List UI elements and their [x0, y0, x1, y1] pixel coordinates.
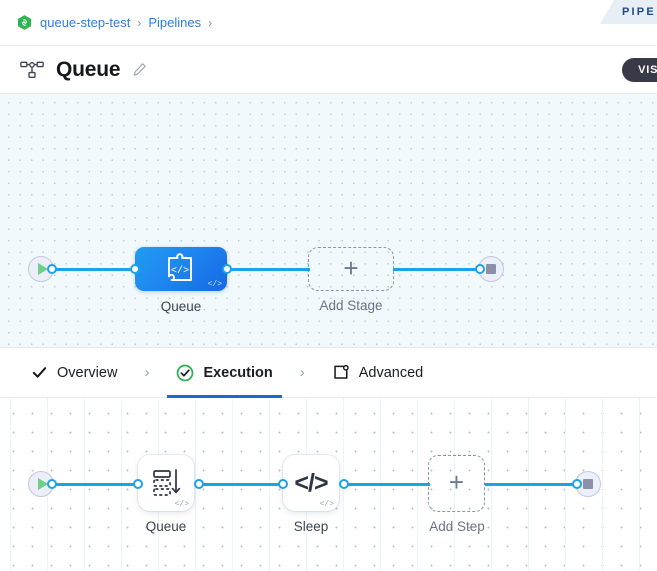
stage-queue-box[interactable]: </> </>	[135, 247, 227, 291]
edge-addstage-to-end	[393, 268, 481, 271]
stop-icon	[486, 264, 496, 274]
tab-overview-label: Overview	[57, 364, 118, 381]
tab-chevron-2: ›	[299, 364, 305, 381]
queue-step-output-port[interactable]	[194, 479, 204, 489]
pipelines-ribbon-tab[interactable]: PIPE	[600, 0, 657, 24]
code-brackets-icon: </>	[294, 468, 328, 497]
visual-mode-label: VISU	[638, 63, 657, 76]
sleep-step-input-port[interactable]	[278, 479, 288, 489]
stage-canvas[interactable]: </> </> Queue + Add Stage	[0, 94, 657, 348]
step-start-output-port[interactable]	[47, 479, 57, 489]
frame-gear-icon	[332, 364, 350, 382]
stage-start-node[interactable]	[28, 256, 54, 282]
page-title: Queue	[56, 57, 121, 81]
add-stage-button[interactable]: +	[308, 247, 394, 291]
add-step-node[interactable]: + Add Step	[428, 455, 485, 534]
page-header: Queue VISU	[0, 46, 657, 94]
breadcrumb-separator-2: ›	[208, 15, 213, 30]
step-end-input-port[interactable]	[572, 479, 582, 489]
add-stage-label: Add Stage	[319, 298, 383, 313]
add-stage-node[interactable]: + Add Stage	[308, 247, 394, 313]
link-hex-icon	[17, 15, 32, 30]
pencil-icon[interactable]	[132, 62, 147, 77]
check-circle-icon	[176, 364, 194, 382]
queue-stack-icon	[153, 469, 181, 496]
code-puzzle-icon: </>	[168, 253, 192, 281]
edge-queue-to-sleep	[195, 483, 285, 486]
step-queue-box[interactable]: </>	[138, 455, 194, 511]
edge-sleep-to-addstep	[340, 483, 430, 486]
tab-overview[interactable]: Overview	[22, 348, 126, 398]
step-queue-label: Queue	[145, 519, 187, 534]
breadcrumb-item-pipelines[interactable]: Pipelines	[148, 15, 202, 30]
step-sleep-label: Sleep	[293, 519, 329, 534]
check-icon	[31, 364, 48, 381]
execution-tabs: Overview › Execution › Advanced	[0, 348, 657, 398]
edge-queue-to-addstage	[222, 268, 310, 271]
plus-icon: +	[343, 252, 359, 283]
tab-execution[interactable]: Execution	[167, 348, 283, 398]
breadcrumb-separator: ›	[137, 15, 142, 30]
start-output-port[interactable]	[47, 264, 57, 274]
stage-code-badge: </>	[207, 280, 222, 289]
add-step-button[interactable]: +	[428, 455, 485, 512]
breadcrumb-item-project[interactable]: queue-step-test	[40, 15, 131, 30]
start-node[interactable]	[28, 256, 54, 282]
pipeline-icon	[20, 61, 44, 78]
pipelines-ribbon-label: PIPE	[622, 6, 656, 18]
breadcrumb: queue-step-test › Pipelines ›	[0, 0, 657, 46]
edge-start-to-queue	[50, 268, 140, 271]
visual-mode-badge[interactable]: VISU	[622, 57, 657, 82]
edge-addstep-to-end	[485, 483, 577, 486]
stage-queue-label: Queue	[160, 299, 202, 314]
queue-step-input-port[interactable]	[133, 479, 143, 489]
play-icon	[37, 478, 48, 490]
tab-advanced[interactable]: Advanced	[323, 348, 433, 398]
edge-start-to-queue-step	[50, 483, 138, 486]
queue-stage-output-port[interactable]	[222, 264, 232, 274]
tab-advanced-label: Advanced	[358, 364, 424, 381]
step-node-sleep[interactable]: </> </> Sleep	[283, 455, 339, 534]
play-icon	[37, 263, 48, 275]
step-canvas[interactable]: </> Queue </> </> Sleep + Add Step	[0, 398, 657, 571]
step-code-badge: </>	[174, 500, 189, 509]
stage-node-queue[interactable]: </> </> Queue	[135, 247, 227, 314]
sleep-step-output-port[interactable]	[339, 479, 349, 489]
stage-end-input-port[interactable]	[475, 264, 485, 274]
tab-execution-label: Execution	[203, 364, 273, 381]
step-code-badge-2: </>	[319, 500, 334, 509]
tab-chevron-1: ›	[144, 364, 150, 381]
svg-text:</>: </>	[171, 265, 189, 277]
add-step-label: Add Step	[429, 519, 485, 534]
queue-stage-input-port[interactable]	[130, 264, 140, 274]
step-node-queue[interactable]: </> Queue	[138, 455, 194, 534]
stop-icon	[583, 479, 593, 489]
step-sleep-box[interactable]: </> </>	[283, 455, 339, 511]
plus-icon: +	[448, 467, 465, 497]
